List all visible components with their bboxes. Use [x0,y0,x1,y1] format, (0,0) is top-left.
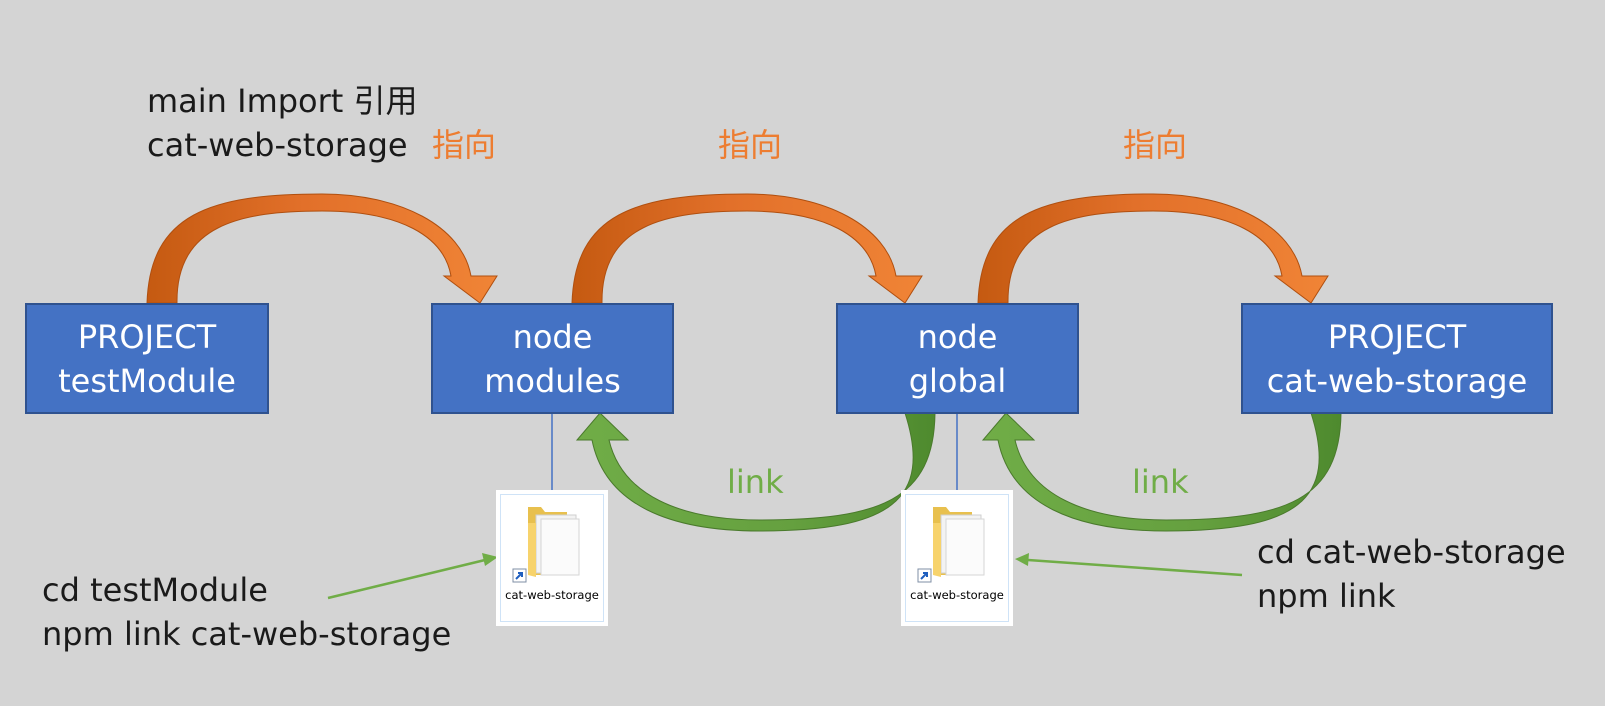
import-label-line1: main Import 引用 [147,82,418,120]
folder-name: cat-web-storage [505,588,599,602]
folder-shortcut-right[interactable]: cat-web-storage [901,490,1013,626]
orange-arrow-3 [977,193,1329,304]
box-label-line2: testModule [58,361,236,400]
green-arrow-1 [575,412,936,532]
project-cat-web-storage-box: PROJECT cat-web-storage [1241,303,1553,414]
pointer-arrow-right [1015,553,1243,577]
link-label-1: link [727,463,784,501]
link-label-2: link [1132,463,1189,501]
cmd-left-line2: npm link cat-web-storage [42,615,452,653]
box-label-line2: global [908,361,1007,400]
project-testmodule-box: PROJECT testModule [25,303,269,414]
points-to-label-3: 指向 [1123,126,1188,164]
orange-arrow-2 [571,193,923,304]
box-label-line1: PROJECT [1327,317,1467,356]
box-label-line2: modules [484,361,621,400]
folder-shortcut-left[interactable]: cat-web-storage [496,490,608,626]
node-modules-box: node modules [431,303,674,414]
folder-name: cat-web-storage [910,588,1004,602]
box-label-line1: node [512,317,593,356]
folder-shortcut-icon [512,507,580,583]
pointer-arrow-left [327,553,498,600]
cmd-right-line1: cd cat-web-storage [1257,533,1566,571]
cmd-left-line1: cd testModule [42,571,268,609]
green-arrow-2 [981,412,1342,532]
points-to-label-1: 指向 [432,126,497,164]
points-to-label-2: 指向 [718,126,783,164]
node-global-box: node global [836,303,1079,414]
import-label-line2: cat-web-storage [147,126,408,164]
box-label-line1: node [917,317,998,356]
cmd-right-line2: npm link [1257,577,1396,615]
folder-shortcut-icon [917,507,985,583]
orange-arrow-1 [146,193,498,304]
box-label-line1: PROJECT [77,317,217,356]
box-label-line2: cat-web-storage [1266,361,1528,400]
